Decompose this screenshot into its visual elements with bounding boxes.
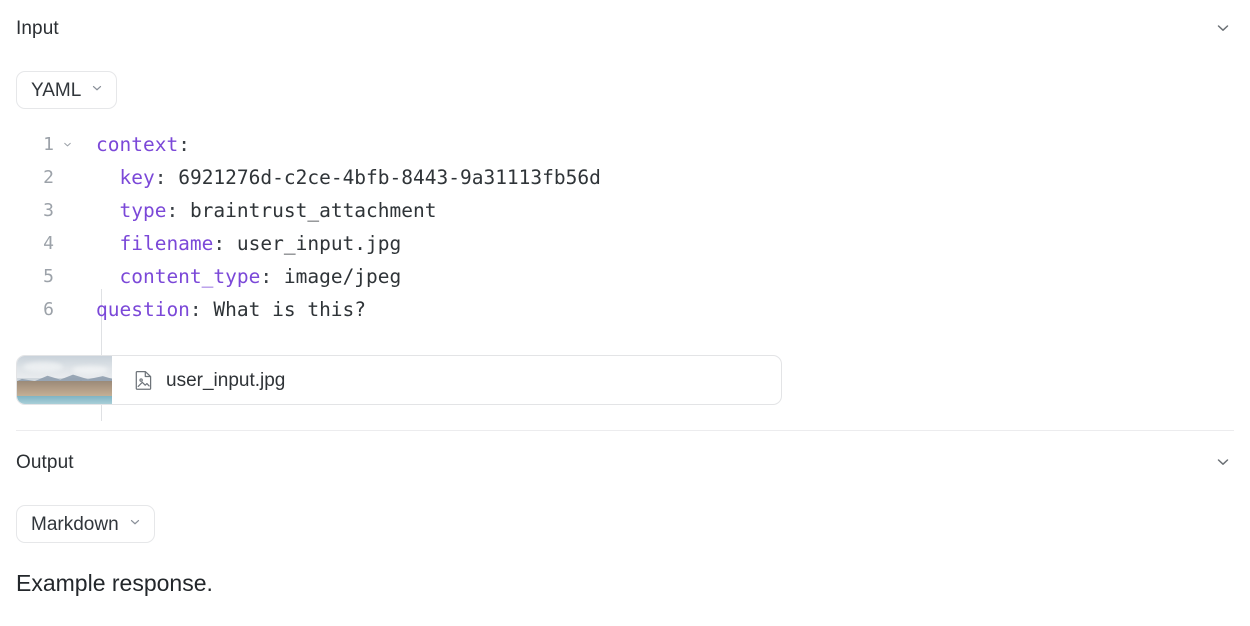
attachment-thumbnail: [17, 356, 112, 404]
line-number: 1: [43, 134, 54, 155]
code-line-text: key: 6921276d-c2ce-4bfb-8443-9a31113fb56…: [119, 166, 601, 189]
output-markdown-body: Example response.: [16, 570, 213, 596]
code-fold-chevron-down-icon[interactable]: [60, 128, 74, 161]
line-number: 6: [43, 299, 54, 320]
code-line-text: filename: user_input.jpg: [119, 232, 402, 255]
code-line-text: type: braintrust_attachment: [119, 199, 437, 222]
input-collapse-chevron-down-icon[interactable]: [1212, 17, 1234, 39]
file-image-icon: [134, 369, 154, 391]
section-divider: [16, 430, 1234, 431]
input-format-label: YAML: [31, 79, 82, 101]
output-format-select[interactable]: Markdown: [16, 505, 155, 543]
input-format-select[interactable]: YAML: [16, 71, 118, 109]
output-format-chevron-down-icon: [128, 515, 142, 534]
line-number: 5: [43, 266, 54, 287]
output-title: Output: [16, 451, 74, 473]
input-format-chevron-down-icon: [90, 81, 104, 100]
input-title: Input: [16, 17, 59, 39]
line-number: 3: [43, 200, 54, 221]
output-collapse-chevron-down-icon[interactable]: [1212, 451, 1234, 473]
attachment-chip[interactable]: user_input.jpg: [16, 355, 782, 405]
code-line-text: content_type: image/jpeg: [119, 265, 402, 288]
output-section-header: Output: [0, 442, 1250, 482]
input-section-header: Input: [0, 8, 1250, 48]
output-format-label: Markdown: [31, 513, 119, 535]
code-line-text: context:: [96, 133, 190, 156]
attachment-filename: user_input.jpg: [166, 369, 286, 391]
code-line-text: question: What is this?: [96, 298, 367, 321]
line-number: 2: [43, 167, 54, 188]
line-number: 4: [43, 233, 54, 254]
